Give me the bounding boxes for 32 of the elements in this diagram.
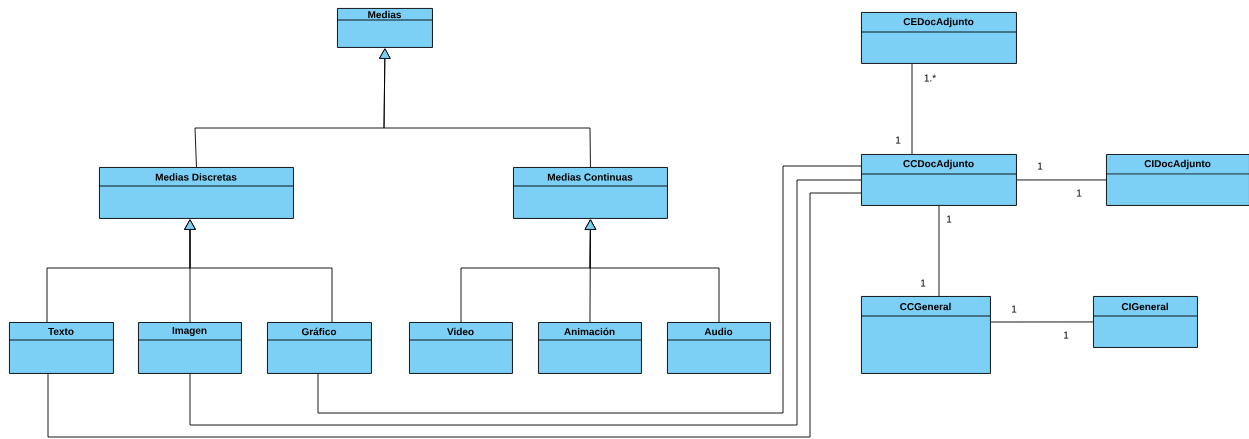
class-box: Audio [666, 322, 771, 374]
multiplicity-label: 1 [1012, 305, 1017, 313]
class-box: Animación [537, 322, 642, 374]
class-box: Imagen [137, 322, 242, 374]
class-box: Medias Discretas [98, 167, 294, 219]
class-box: CIGeneral [1092, 296, 1198, 348]
association-line [911, 63, 913, 155]
association-line [317, 165, 862, 414]
generalization-arrow [184, 219, 333, 323]
multiplicity-label: 1 [1064, 331, 1069, 339]
class-box: CCGeneral [860, 296, 991, 374]
generalization-arrow [379, 48, 591, 168]
association-line [938, 205, 940, 297]
generalization-arrow [584, 219, 720, 323]
class-box: CIDocAdjunto [1105, 154, 1249, 206]
class-box: CEDocAdjunto [860, 12, 1017, 64]
multiplicity-label: 1 [1038, 162, 1043, 170]
class-box: CCDocAdjunto [860, 154, 1017, 206]
class-box: Video [408, 322, 513, 374]
multiplicity-label: 1 [1077, 189, 1082, 197]
multiplicity-label: 1 [947, 215, 952, 223]
multiplicity-label: 1 [921, 279, 926, 287]
class-box: Gráfico [266, 322, 372, 374]
association-line [47, 192, 862, 438]
association-line [990, 321, 1094, 323]
class-box: Medias [336, 8, 433, 48]
class-box: Medias Continuas [512, 167, 668, 219]
multiplicity-label: 1 [896, 136, 901, 144]
class-box: Texto [8, 322, 114, 374]
association-line [189, 179, 862, 426]
multiplicity-label: 1.* [924, 74, 936, 82]
association-line [1016, 179, 1107, 181]
